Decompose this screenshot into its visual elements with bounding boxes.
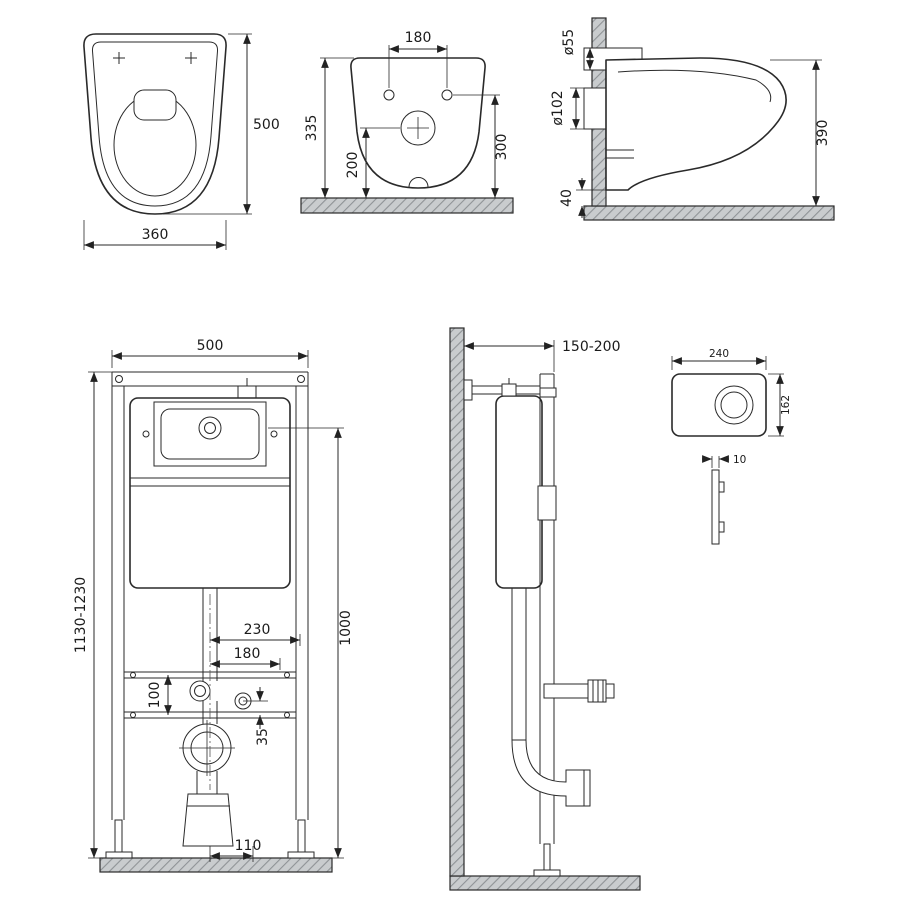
dim-depth-range: 150-200	[562, 339, 621, 355]
supply-thread-lines	[592, 680, 604, 702]
plate-front	[671, 373, 767, 437]
access-window-inner	[160, 408, 260, 460]
inlet-fitting	[237, 385, 257, 399]
window-bolt-left	[142, 430, 150, 438]
dim-plate-height: 162	[780, 395, 792, 415]
connection-left-outer	[189, 680, 211, 702]
dim-button-height: 1000	[338, 610, 354, 646]
supply-cap	[605, 683, 615, 699]
bowl-outline	[83, 33, 227, 215]
dim-180: 180	[234, 646, 261, 662]
floor	[449, 875, 641, 891]
frame-rails	[111, 371, 309, 820]
rail-bolt-2	[284, 672, 290, 678]
dim-bowl-width: 360	[142, 227, 169, 243]
dim-frame-height-range: 1130-1230	[73, 577, 89, 653]
rail-bolt-3	[130, 712, 136, 718]
supply-pipe	[543, 683, 589, 699]
dim-frame-width: 500	[197, 338, 224, 354]
drain-elbow	[182, 793, 234, 847]
bowl-side-view: ø55 ø102 390 40	[550, 17, 835, 221]
drain-elbow-side	[511, 739, 591, 807]
flush-plate-view: 240 162 10	[671, 348, 792, 545]
fixing-lines	[606, 149, 634, 159]
bowl-top-view: 500 360	[83, 33, 280, 250]
wall	[449, 327, 465, 877]
flush-mechanism-outer	[198, 416, 222, 440]
bowl-rim-inner-line	[91, 41, 219, 207]
wall-bracket-plate	[463, 379, 473, 401]
bottom-notch	[408, 177, 429, 188]
flush-downpipe	[202, 588, 218, 724]
dim-110: 110	[235, 838, 262, 854]
access-window-side	[537, 485, 557, 521]
bowl-front-view: 180 335 200 300	[300, 30, 514, 214]
plate-clip-top	[718, 481, 725, 493]
bowl-rim-line	[617, 69, 772, 103]
dim-plate-width: 240	[709, 348, 729, 360]
dim-height-drain: 200	[345, 152, 361, 179]
ext-lines	[320, 45, 500, 129]
flush-button-inner	[720, 391, 748, 419]
ext-lines	[83, 33, 252, 250]
dim-offset: 40	[559, 189, 575, 207]
frame-side-view: 150-200	[449, 327, 641, 891]
frame-front-view: 500 1130-1230 1000 230 180 100 35 110	[73, 338, 354, 873]
flush-mechanism-inner	[204, 422, 216, 434]
drain-hole	[400, 110, 436, 146]
fixing-hole-left	[383, 89, 395, 101]
rail-bolt-1	[130, 672, 136, 678]
foot-left	[114, 819, 123, 853]
dim-230: 230	[244, 622, 271, 638]
side-ext-lines	[711, 456, 720, 468]
top-bolt-right	[297, 375, 305, 383]
plate-side	[711, 469, 720, 545]
dim-height-holes: 300	[494, 134, 510, 161]
foot-side	[543, 843, 551, 871]
dim-bowl-depth: 500	[253, 117, 280, 133]
fixing-cross-marks	[113, 52, 197, 64]
bowl-profile	[605, 57, 787, 191]
plate-clip-bottom	[718, 521, 725, 533]
top-bolt-left	[115, 375, 123, 383]
dim-height: 390	[815, 120, 831, 147]
floor	[99, 857, 333, 873]
inlet-fitting-side	[539, 387, 557, 398]
cistern-mould-lines	[130, 477, 290, 487]
foot-right	[297, 819, 306, 853]
base-plate-right	[287, 851, 315, 859]
dim-height-total: 335	[304, 115, 320, 142]
floor	[583, 205, 835, 221]
window-bolt-right	[270, 430, 278, 438]
base-plate-left	[105, 851, 133, 859]
rail-bolt-4	[284, 712, 290, 718]
dim-drain-pipe: ø102	[550, 90, 566, 125]
downpipe-side	[511, 588, 527, 740]
floor	[300, 197, 514, 214]
flush-button-ring	[714, 385, 754, 425]
dim-hole-spacing: 180	[405, 30, 432, 46]
fixing-hole-right	[441, 89, 453, 101]
drain-outlet-centerlines	[179, 720, 235, 776]
cistern-side	[495, 395, 543, 589]
connection-left-inner	[194, 685, 206, 697]
dim-100: 100	[147, 682, 163, 709]
base-plate-side	[533, 869, 561, 877]
elbow-pipe-lines	[196, 771, 218, 794]
flush-distributor	[133, 89, 177, 121]
fill-valve-head	[501, 383, 517, 397]
drain-hole-centerlines	[407, 117, 429, 139]
frame-upright	[539, 373, 555, 844]
dim-35: 35	[255, 728, 271, 746]
dim-plate-thickness: 10	[733, 454, 746, 466]
dim-flush-pipe: ø55	[561, 29, 577, 55]
